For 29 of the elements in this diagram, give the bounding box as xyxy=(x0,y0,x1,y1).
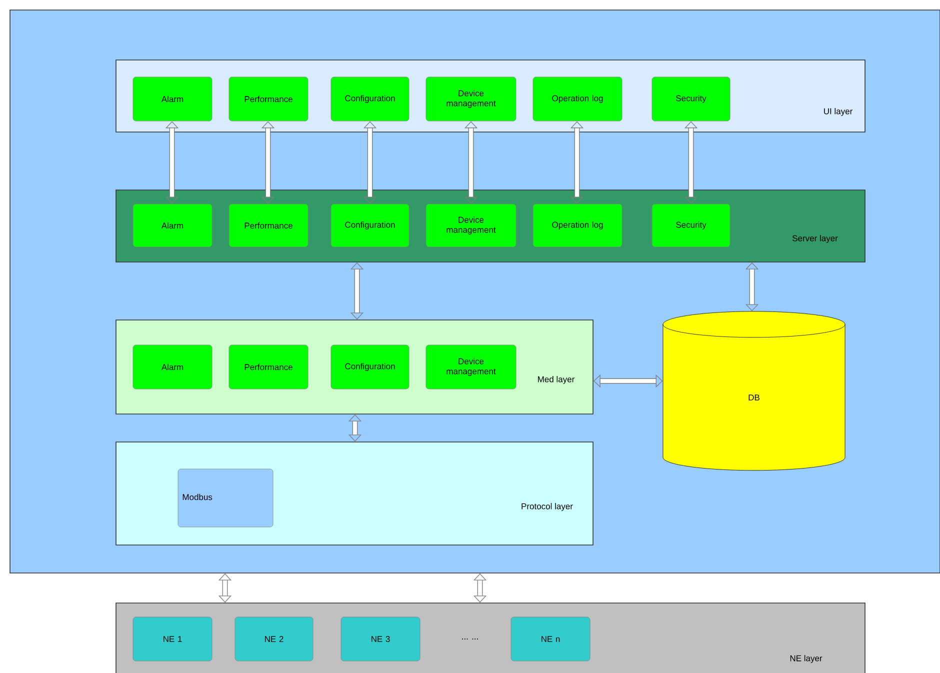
module-box: Performance xyxy=(228,344,308,390)
double-arrow xyxy=(261,121,275,204)
module-box: NE 2 xyxy=(234,616,314,662)
module-box: Security xyxy=(652,204,730,248)
module-box: Device management xyxy=(426,76,516,122)
double-arrow xyxy=(363,121,377,204)
module-box: Configuration xyxy=(330,344,410,390)
module-box: Alarm xyxy=(132,204,212,248)
module-box: NE n xyxy=(510,616,590,662)
protocol-box: Modbus xyxy=(178,468,274,528)
module-box: Operation log xyxy=(532,204,622,248)
module-box: Operation log xyxy=(532,76,622,122)
module-box: Security xyxy=(652,76,730,122)
double-arrow xyxy=(684,121,698,204)
module-box: NE 1 xyxy=(132,616,212,662)
module-box: Performance xyxy=(228,204,308,248)
double-arrow xyxy=(464,121,478,204)
module-box: Configuration xyxy=(330,204,410,248)
module-box: Performance xyxy=(228,76,308,122)
module-box: Configuration xyxy=(330,76,410,122)
ellipsis-label: ... ... xyxy=(462,638,478,640)
module-box: Device management xyxy=(426,344,516,390)
database-cylinder: DB xyxy=(662,311,846,471)
module-box: Device management xyxy=(426,204,516,248)
double-arrow xyxy=(570,121,584,204)
module-box: NE 3 xyxy=(340,616,420,662)
module-box: Alarm xyxy=(132,76,212,122)
module-box: Alarm xyxy=(132,344,212,390)
double-arrow xyxy=(165,121,179,204)
